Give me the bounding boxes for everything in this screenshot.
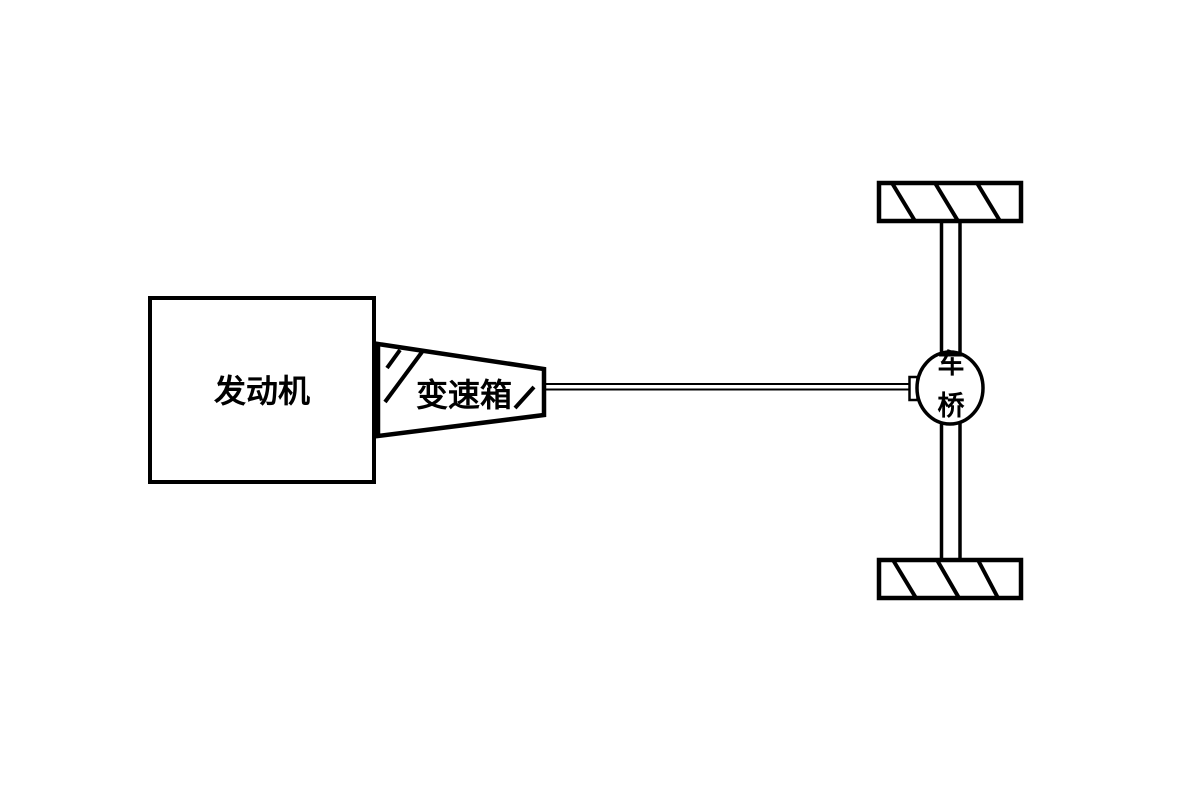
axle-shaft-lower bbox=[939, 418, 962, 564]
hatch-line bbox=[891, 558, 918, 600]
hatch-line bbox=[975, 181, 1002, 223]
hatch-line bbox=[383, 350, 424, 404]
hatch-line bbox=[976, 559, 1000, 599]
hatch-line bbox=[890, 181, 917, 223]
axle-label-line1: 车 bbox=[938, 348, 965, 379]
hatch-line bbox=[385, 348, 402, 370]
wheel-top-tire bbox=[876, 180, 1024, 224]
gearbox-shape bbox=[375, 341, 547, 439]
axle-circle bbox=[915, 350, 985, 426]
engine-label: 发动机 bbox=[214, 373, 310, 409]
axle-shaft-upper bbox=[939, 216, 962, 360]
hatch-line bbox=[933, 181, 960, 223]
hatch-line bbox=[935, 558, 961, 600]
hatch-line bbox=[513, 385, 536, 410]
wheel-bottom bbox=[876, 557, 1024, 601]
axle-label-line2: 桥 bbox=[938, 391, 965, 421]
drive-shaft bbox=[544, 383, 913, 391]
wheel-top bbox=[876, 180, 1024, 224]
engine-box bbox=[148, 296, 376, 484]
gearbox-label: 变速箱 bbox=[416, 377, 512, 413]
